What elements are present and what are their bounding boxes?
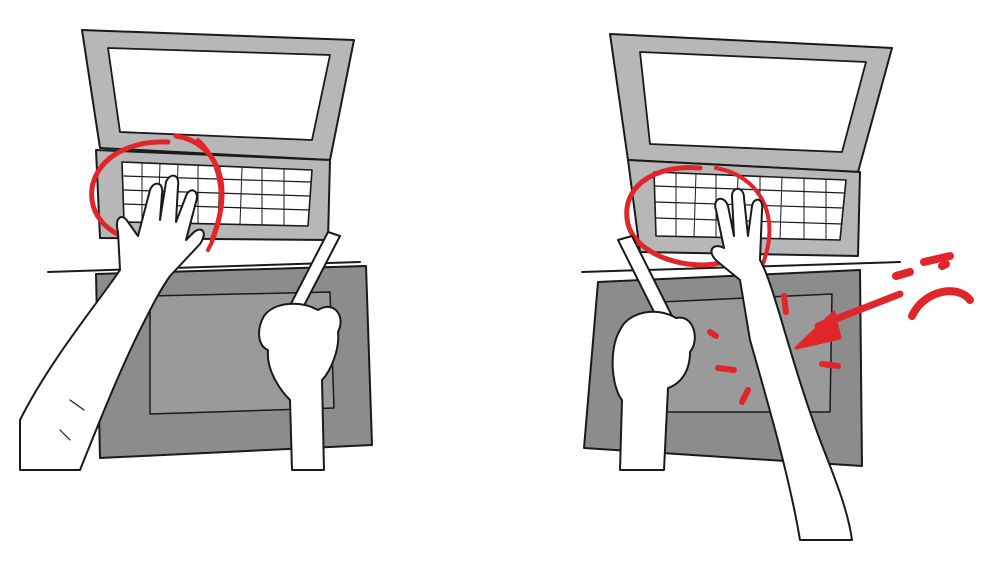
hand-icon <box>611 310 696 471</box>
keyboard-highlight-right <box>624 165 772 268</box>
hand-icon <box>710 187 853 541</box>
arrow-icon <box>794 290 904 350</box>
hand-icon <box>258 302 342 471</box>
desk-edge-left <box>47 261 361 273</box>
left-panel <box>19 29 373 471</box>
hand-icon <box>19 174 205 471</box>
emphasis-marks <box>707 293 841 405</box>
sad-face-icon <box>892 252 974 320</box>
laptop-left <box>81 29 355 241</box>
right-panel <box>581 33 974 541</box>
keyboard-icon <box>653 171 847 241</box>
